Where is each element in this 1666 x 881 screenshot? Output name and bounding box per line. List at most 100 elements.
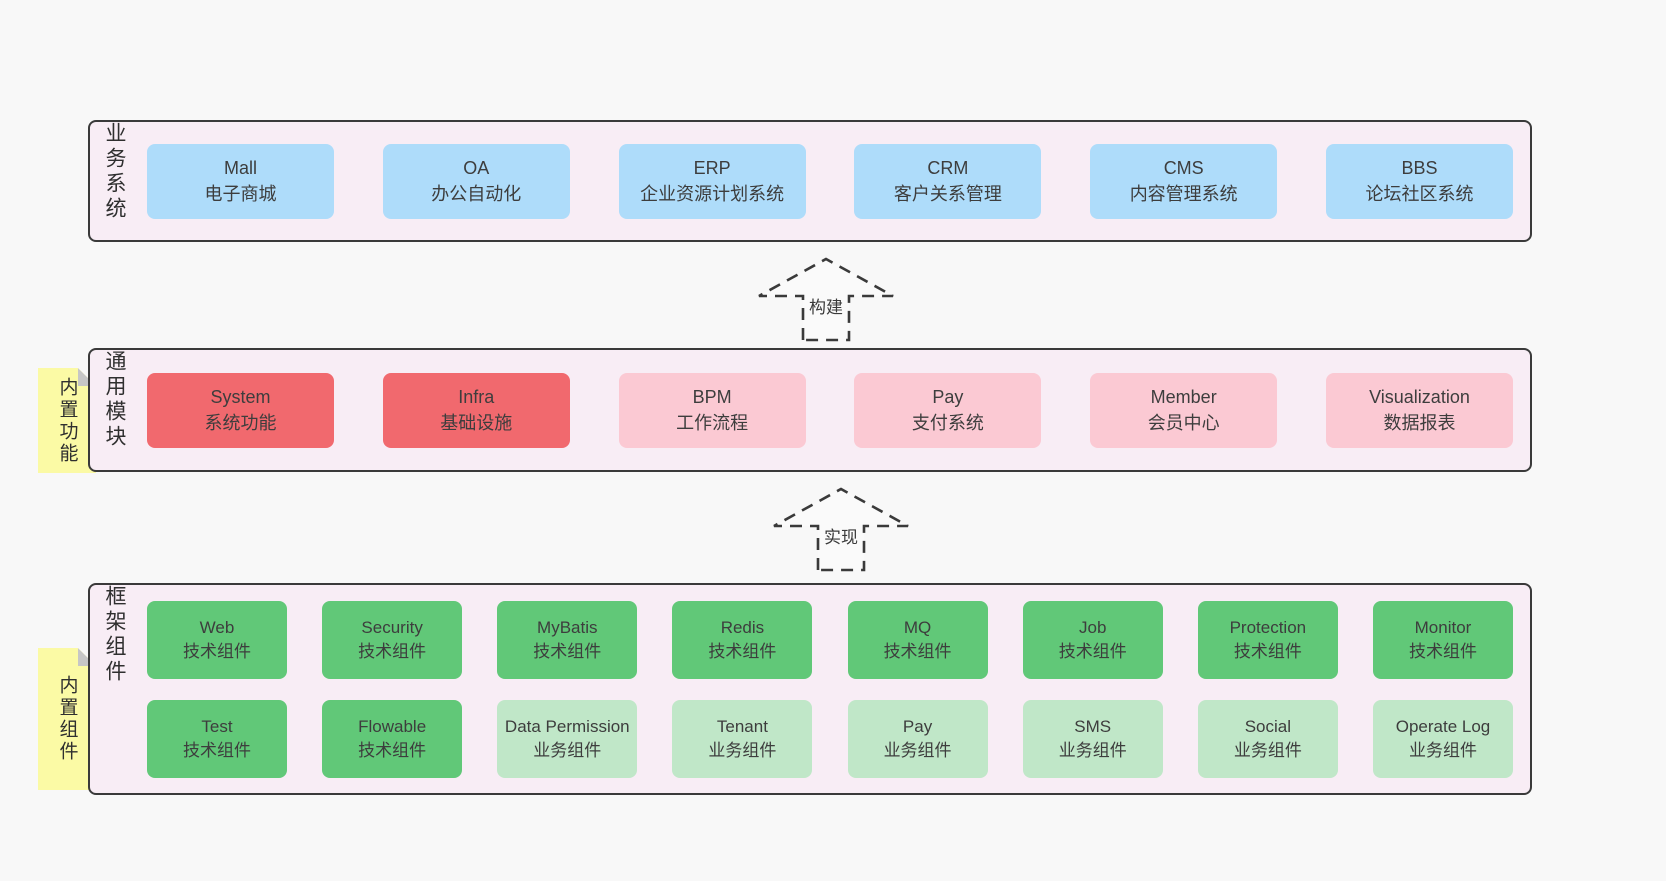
module-box: Mall 电子商城 — [147, 143, 334, 219]
module-name: Visualization — [1369, 386, 1470, 407]
module-subtitle: 技术组件 — [708, 642, 777, 661]
module-subtitle: 技术组件 — [358, 741, 427, 760]
builtin-features-note: 内置功能 — [38, 368, 96, 473]
module-name: ERP — [693, 157, 731, 178]
module-subtitle: 技术组件 — [533, 642, 602, 661]
module-box: Security 技术组件 — [322, 601, 463, 679]
module-box: Job 技术组件 — [1022, 601, 1163, 679]
framework-components-panel: 框架组件 Web 技术组件 Security 技术组件 MyBatis 技术组件… — [88, 583, 1532, 795]
common-modules-panel-label: 通用模块 — [103, 350, 126, 450]
module-name: CMS — [1163, 157, 1204, 178]
module-name: Test — [201, 717, 233, 737]
module-box: CRM 客户关系管理 — [854, 143, 1042, 219]
module-name: Tenant — [716, 717, 768, 737]
module-name: Job — [1078, 618, 1107, 638]
business-systems-box-row: Mall 电子商城 OA 办公自动化 ERP 企业资源计划系统 CRM 客户关系… — [147, 122, 1513, 240]
module-box: Protection 技术组件 — [1197, 601, 1338, 679]
module-name: BBS — [1401, 157, 1438, 178]
module-name: Mall — [223, 157, 257, 178]
module-name: OA — [463, 157, 490, 178]
module-box: Member 会员中心 — [1090, 372, 1278, 448]
framework-components-row-2: Test 技术组件 Flowable 技术组件 Data Permission … — [147, 700, 1513, 778]
module-box: OA 办公自动化 — [382, 143, 570, 219]
module-subtitle: 技术组件 — [183, 642, 251, 661]
module-name: Member — [1150, 386, 1217, 407]
module-box: Monitor 技术组件 — [1372, 601, 1513, 679]
module-subtitle: 系统功能 — [204, 413, 277, 433]
module-name: MyBatis — [537, 618, 598, 638]
common-modules-box-row: System 系统功能 Infra 基础设施 BPM 工作流程 Pay 支付系统… — [147, 350, 1513, 470]
module-subtitle: 支付系统 — [911, 413, 984, 433]
module-name: System — [210, 386, 271, 407]
module-subtitle: 客户关系管理 — [893, 184, 1002, 204]
module-subtitle: 业务组件 — [1408, 741, 1477, 760]
module-subtitle: 电子商城 — [204, 184, 277, 204]
module-box: MyBatis 技术组件 — [497, 601, 638, 679]
module-name: Operate Log — [1395, 717, 1491, 737]
module-subtitle: 业务组件 — [533, 741, 602, 760]
module-name: Pay — [932, 386, 964, 407]
module-box: Social 业务组件 — [1197, 700, 1338, 778]
module-subtitle: 业务组件 — [1233, 741, 1302, 760]
module-subtitle: 论坛社区系统 — [1365, 184, 1474, 204]
module-subtitle: 内容管理系统 — [1129, 184, 1238, 204]
module-box: Flowable 技术组件 — [322, 700, 463, 778]
module-subtitle: 业务组件 — [708, 741, 777, 760]
module-box: Tenant 业务组件 — [672, 700, 813, 778]
module-subtitle: 技术组件 — [1233, 642, 1302, 661]
module-name: MQ — [903, 618, 932, 638]
module-subtitle: 企业资源计划系统 — [640, 184, 785, 204]
module-name: Security — [361, 618, 423, 638]
module-name: Infra — [458, 386, 495, 407]
module-name: CRM — [927, 157, 969, 178]
module-box: MQ 技术组件 — [847, 601, 988, 679]
module-box: Operate Log 业务组件 — [1372, 700, 1513, 778]
module-name: Web — [199, 618, 235, 638]
framework-components-panel-label: 框架组件 — [103, 585, 126, 685]
module-subtitle: 技术组件 — [883, 642, 952, 661]
module-box: Data Permission 业务组件 — [497, 700, 638, 778]
module-box: Test 技术组件 — [147, 700, 287, 778]
module-name: Data Permission — [504, 717, 630, 737]
builtin-components-note: 内置组件 — [38, 648, 96, 790]
builtin-features-note-label: 内置功能 — [56, 376, 78, 465]
common-modules-panel: 通用模块 System 系统功能 Infra 基础设施 BPM 工作流程 Pay… — [88, 348, 1532, 472]
module-name: BPM — [692, 386, 732, 407]
implement-arrow-label: 实现 — [821, 522, 861, 549]
module-name: Social — [1244, 717, 1291, 737]
module-box: Pay 业务组件 — [847, 700, 988, 778]
implement-arrow: 实现 — [771, 486, 911, 572]
module-subtitle: 业务组件 — [1058, 741, 1127, 760]
module-name: Flowable — [358, 717, 427, 737]
module-subtitle: 数据报表 — [1383, 413, 1456, 433]
module-box: CMS 内容管理系统 — [1090, 143, 1278, 219]
module-name: Pay — [902, 717, 933, 737]
business-systems-panel: 业务系统 Mall 电子商城 OA 办公自动化 ERP 企业资源计划系统 CRM… — [88, 120, 1532, 242]
module-subtitle: 技术组件 — [183, 741, 251, 760]
module-subtitle: 办公自动化 — [431, 184, 522, 204]
module-box: System 系统功能 — [147, 372, 334, 448]
module-box: Pay 支付系统 — [854, 372, 1042, 448]
module-box: Web 技术组件 — [147, 601, 287, 679]
module-subtitle: 业务组件 — [883, 741, 952, 760]
module-subtitle: 工作流程 — [676, 413, 749, 433]
module-subtitle: 技术组件 — [358, 642, 427, 661]
module-subtitle: 会员中心 — [1147, 413, 1220, 433]
module-name: Protection — [1229, 618, 1307, 638]
framework-components-row-1: Web 技术组件 Security 技术组件 MyBatis 技术组件 Redi… — [147, 601, 1513, 679]
business-systems-panel-label: 业务系统 — [103, 122, 126, 222]
module-box: BPM 工作流程 — [618, 372, 806, 448]
module-box: Infra 基础设施 — [382, 372, 570, 448]
module-name: Redis — [720, 618, 765, 638]
module-subtitle: 技术组件 — [1408, 642, 1477, 661]
module-name: SMS — [1074, 717, 1112, 737]
module-subtitle: 基础设施 — [440, 413, 513, 433]
build-arrow: 构建 — [756, 256, 896, 342]
module-box: Redis 技术组件 — [672, 601, 813, 679]
module-name: Monitor — [1414, 618, 1472, 638]
module-box: Visualization 数据报表 — [1325, 372, 1513, 448]
module-box: ERP 企业资源计划系统 — [618, 143, 806, 219]
module-subtitle: 技术组件 — [1058, 642, 1127, 661]
module-box: BBS 论坛社区系统 — [1325, 143, 1513, 219]
module-box: SMS 业务组件 — [1022, 700, 1163, 778]
